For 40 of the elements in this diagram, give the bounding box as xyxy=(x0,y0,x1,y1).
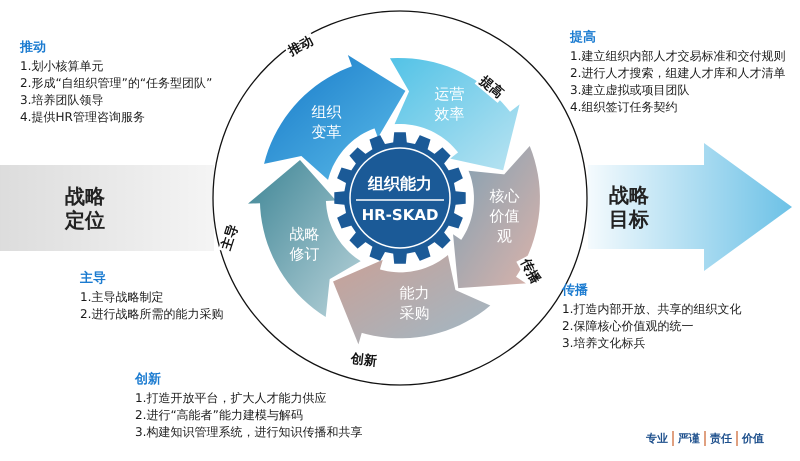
section-heading: 主导 xyxy=(80,271,106,286)
segment-label: 战略修订 xyxy=(288,224,321,264)
hub-title: 组织能力 xyxy=(366,174,433,195)
list-item: 1.打造内部开放、共享的组织文化 xyxy=(562,302,742,317)
list-item: 3.构建知识管理系统，进行知识传播和共享 xyxy=(135,425,362,440)
list-item: 3.建立虚拟或项目团队 xyxy=(570,83,690,98)
list-item: 2.进行人才搜索，组建人才库和人才清单 xyxy=(570,66,786,81)
arrow-label: 战略目标 xyxy=(608,183,650,231)
goal-arrow xyxy=(588,143,792,271)
slogan-word: 责任 xyxy=(710,432,732,445)
banner-band xyxy=(0,165,214,251)
list-item: 2.进行战略所需的能力采购 xyxy=(80,307,224,322)
segment-label: 核心价值观 xyxy=(488,186,520,246)
segment-label: 组织变革 xyxy=(310,102,342,142)
list-item: 4.提供HR管理咨询服务 xyxy=(20,110,145,125)
list-item: 3.培养文化标兵 xyxy=(562,336,646,351)
list-item: 1.主导战略制定 xyxy=(80,290,164,305)
section-heading: 提高 xyxy=(570,30,596,45)
section-heading: 传播 xyxy=(562,283,588,298)
slogan-word: 严谨 xyxy=(678,432,700,445)
curved-arrow-segment xyxy=(332,254,490,344)
list-item: 1.建立组织内部人才交易标准和交付规则 xyxy=(570,49,786,64)
curved-arrow-segment xyxy=(390,58,520,170)
list-item: 2.进行“高能者”能力建模与解码 xyxy=(135,408,303,423)
list-item: 2.保障核心价值观的统一 xyxy=(562,319,694,334)
slogan-word: 专业 xyxy=(646,432,668,445)
list-item: 4.组织签订任务契约 xyxy=(570,100,678,115)
section-heading: 创新 xyxy=(135,372,161,387)
list-item: 2.形成“自组织管理”的“任务型团队” xyxy=(20,76,212,91)
segment-label: 运营效率 xyxy=(434,84,466,124)
segment-label: 能力采购 xyxy=(398,282,431,323)
curved-arrow-segment xyxy=(248,160,361,317)
list-item: 1.打造开放平台，扩大人才能力供应 xyxy=(135,391,326,406)
band-label: 战略定位 xyxy=(64,184,106,232)
list-item: 3.培养团队领导 xyxy=(20,93,104,108)
slogan-word: 价值 xyxy=(742,432,764,445)
list-item: 1.划小核算单元 xyxy=(20,59,104,74)
section-heading: 推动 xyxy=(20,40,46,55)
hub-subtitle: HR-SKAD xyxy=(360,206,440,224)
curved-arrow-segment xyxy=(453,146,540,288)
